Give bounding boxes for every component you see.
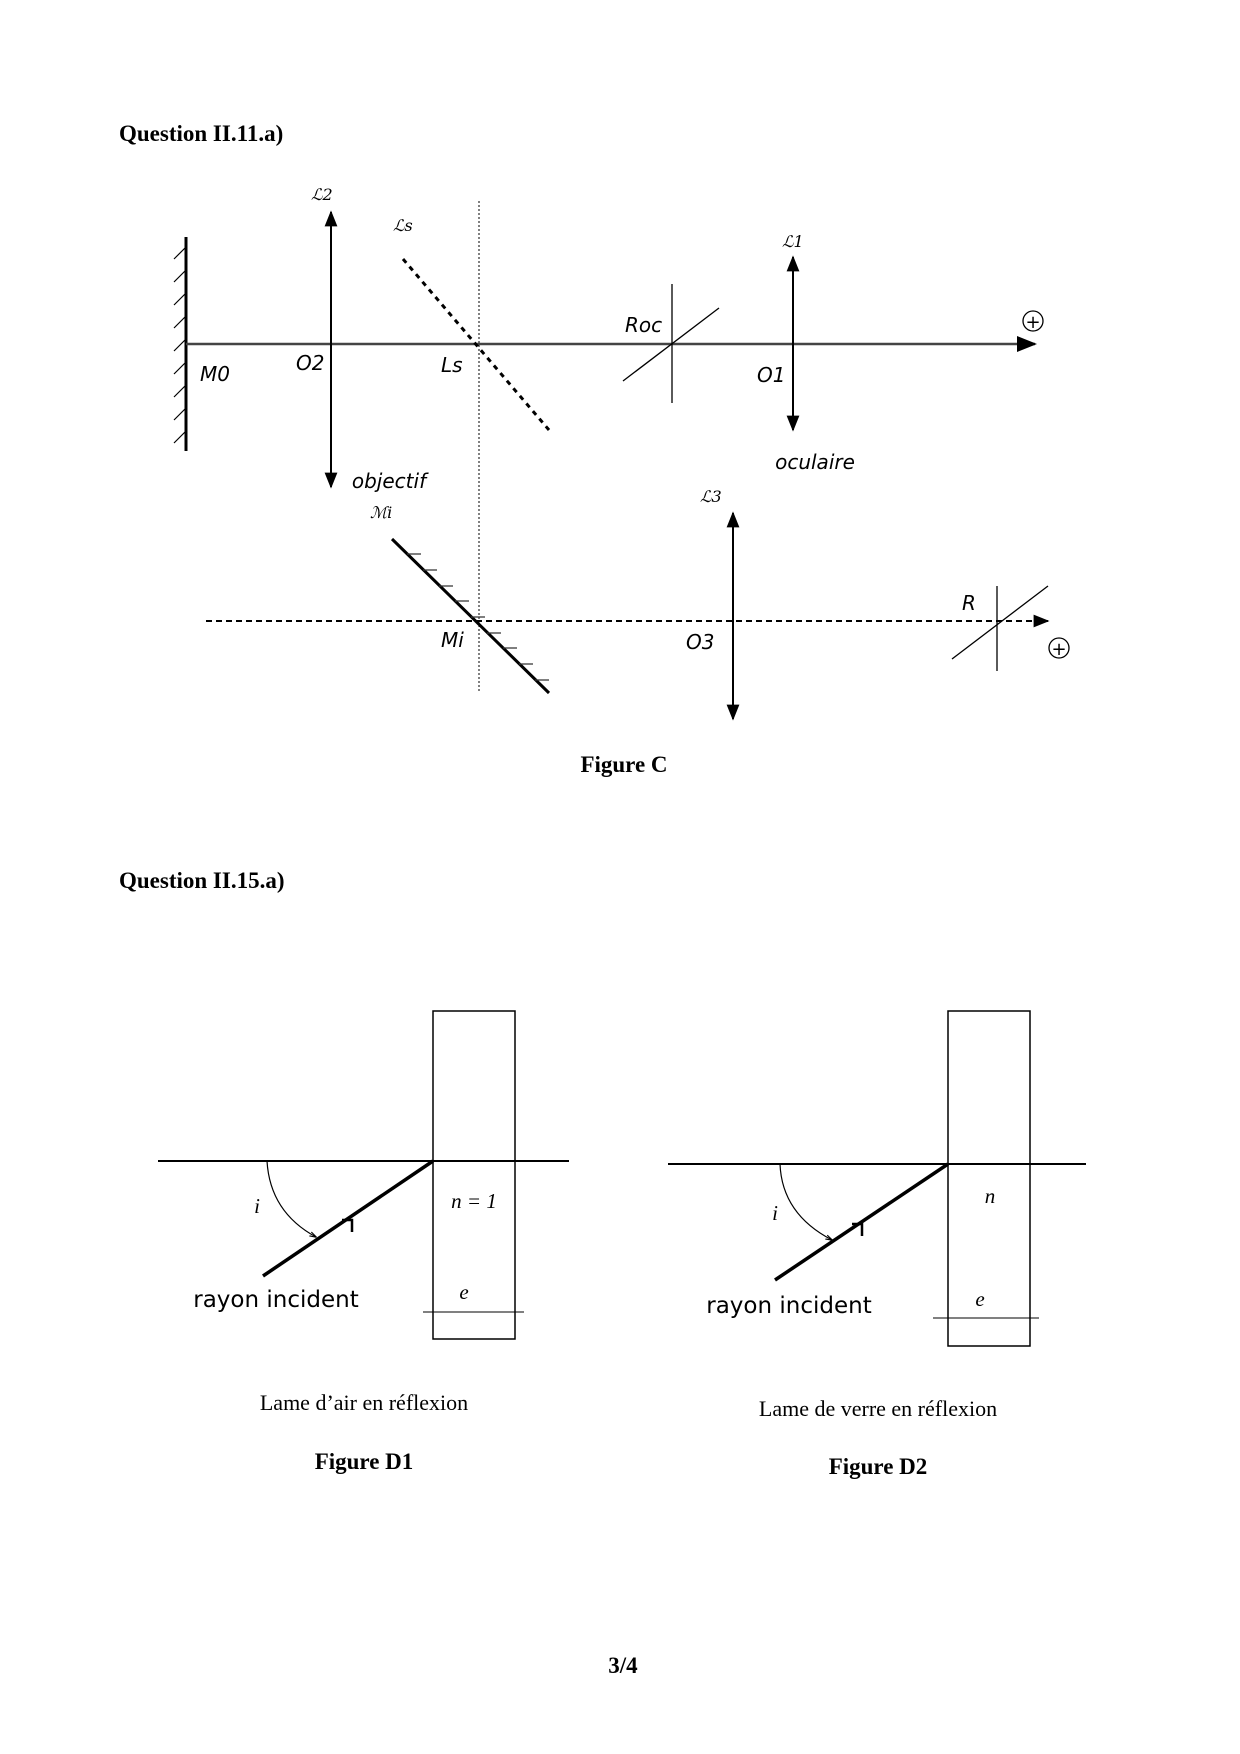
- reticle-r: [951, 585, 1049, 671]
- index-label: n: [985, 1184, 996, 1208]
- mirror-mi: [390, 537, 551, 695]
- label-ls: Ls: [441, 353, 463, 377]
- thickness-label: e: [975, 1287, 984, 1311]
- angle-arc: [266, 1160, 316, 1237]
- ray-label: rayon incident: [706, 1293, 871, 1319]
- label-mi-script: ℳi: [370, 503, 392, 522]
- incident-ray: [774, 1162, 949, 1282]
- figure-c-caption: Figure C: [580, 752, 667, 777]
- figure-d1-caption: Figure D1: [315, 1449, 414, 1474]
- angle-label: i: [254, 1194, 260, 1218]
- section-title-ii-15a: Question II.15.a): [119, 868, 285, 893]
- figure-c: + ℒ2 ℒs ℒ1 Roc M0 O2 Ls O1 oculaire obje…: [173, 185, 1070, 721]
- label-roc: Roc: [625, 313, 662, 337]
- svg-text:+: +: [1025, 312, 1040, 333]
- beam-splitter-ls: [401, 258, 551, 431]
- label-mi: Mi: [441, 628, 464, 652]
- label-m0: M0: [200, 362, 230, 386]
- index-label: n = 1: [451, 1189, 497, 1213]
- section-title-ii-11a: Question II.11.a): [119, 121, 283, 146]
- label-r: R: [962, 591, 976, 615]
- reticle-roc: [622, 284, 720, 403]
- svg-text:+: +: [1051, 639, 1066, 660]
- label-o1: O1: [757, 363, 785, 387]
- label-l1: ℒ1: [782, 232, 804, 251]
- figure-d1-subtitle: Lame d’air en réflexion: [260, 1390, 468, 1415]
- label-objectif: objectif: [352, 469, 429, 493]
- figure-d2-caption: Figure D2: [829, 1454, 928, 1479]
- angle-label: i: [772, 1201, 778, 1225]
- label-o3: O3: [686, 630, 714, 654]
- plus-direction-icon-2: +: [1048, 637, 1070, 660]
- figure-d2: i n e rayon incident: [668, 1010, 1086, 1347]
- page-number: 3/4: [608, 1653, 638, 1678]
- ray-label: rayon incident: [193, 1287, 358, 1313]
- incident-ray: [262, 1159, 434, 1278]
- label-oculaire: oculaire: [775, 450, 855, 474]
- thickness-label: e: [459, 1280, 468, 1304]
- figure-d2-subtitle: Lame de verre en réflexion: [759, 1396, 997, 1421]
- figure-d1: i n = 1 e rayon incident: [158, 1010, 569, 1340]
- label-l3: ℒ3: [700, 487, 722, 506]
- angle-arc: [779, 1163, 832, 1240]
- label-l2: ℒ2: [311, 185, 333, 204]
- mirror-m0: [173, 237, 188, 451]
- label-o2: O2: [296, 351, 324, 375]
- plus-direction-icon: +: [1022, 310, 1044, 333]
- label-ls-script: ℒs: [393, 216, 413, 235]
